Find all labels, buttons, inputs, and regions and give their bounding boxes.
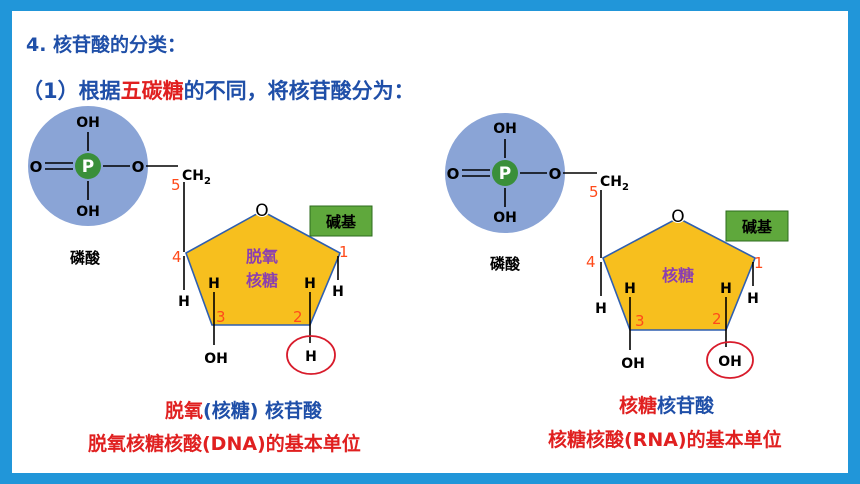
h-c2-top: H — [304, 276, 316, 292]
deoxy-caption-line2: 脱氧核糖核酸(DNA)的基本单位 — [88, 433, 361, 455]
deoxy-nucleotide: P OH OH O O CH2 磷酸 O 脱氧 核糖 碱基 5 4 3 2 1 … — [28, 106, 373, 375]
caption-tail: 核苷酸 — [265, 400, 323, 422]
c2-highlight-circle — [286, 335, 336, 375]
carbon-1: 1 — [754, 254, 764, 272]
carbon-4: 4 — [586, 253, 596, 271]
h-c3: H — [624, 281, 636, 297]
h-c1: H — [747, 291, 759, 307]
phosphate-label: 磷酸 — [70, 249, 101, 267]
h-c1: H — [332, 284, 344, 300]
o-double: O — [30, 158, 43, 176]
phosphorus-atom — [492, 160, 518, 186]
caption-red: 核糖 — [619, 395, 658, 417]
ring-oxygen-bg — [254, 201, 270, 217]
deoxyribose-ring — [185, 210, 342, 326]
caption-mid: (核糖) — [203, 400, 265, 422]
sugar-label: 核糖 — [662, 266, 694, 285]
ribo-nucleotide: P OH OH O O CH2 磷酸 O 核糖 碱基 5 4 3 2 1 H H… — [445, 113, 789, 379]
o-ester: O — [132, 158, 145, 176]
ch2: CH2 — [182, 168, 211, 187]
oh-c3: OH — [621, 356, 645, 372]
deoxy-caption-line1: 脱氧(核糖) 核苷酸 — [165, 396, 322, 423]
base-label: 碱基 — [326, 213, 357, 231]
h-c2-top: H — [720, 281, 732, 297]
p-symbol: P — [82, 157, 94, 177]
ribo-caption-line1: 核糖核苷酸 — [619, 391, 714, 418]
o-double: O — [447, 165, 460, 183]
carbon-3: 3 — [216, 308, 226, 326]
ring-oxygen: O — [255, 201, 268, 221]
oh-top: OH — [76, 115, 100, 131]
h-c2-highlight: H — [305, 349, 317, 365]
carbon-5: 5 — [589, 183, 599, 201]
carbon-2: 2 — [712, 310, 722, 328]
ribo-caption-line2: 核糖核酸(RNA)的基本单位 — [548, 429, 782, 451]
oh-top: OH — [493, 121, 517, 137]
oh-c3: OH — [204, 351, 228, 367]
carbon-4: 4 — [172, 248, 182, 266]
p-symbol: P — [499, 164, 511, 184]
ring-oxygen: O — [671, 207, 684, 227]
sugar-label-2: 核糖 — [246, 271, 278, 290]
ring-oxygen-bg — [670, 207, 686, 223]
oh-c2-highlight: OH — [718, 354, 742, 370]
section-subtitle: （1）根据五碳糖的不同，将核苷酸分为： — [22, 75, 415, 105]
section-title: 4. 核苷酸的分类： — [26, 34, 187, 56]
subtitle-suffix: 的不同，将核苷酸分为： — [183, 79, 415, 103]
h-c4: H — [178, 294, 190, 310]
phosphorus-atom — [75, 153, 101, 179]
carbon-5: 5 — [171, 176, 181, 194]
h-c4: H — [595, 301, 607, 317]
subtitle-prefix: （1）根据 — [22, 79, 121, 103]
base-box — [309, 205, 373, 237]
caption-red: 脱氧 — [165, 400, 204, 422]
c2-highlight-circle — [706, 341, 754, 379]
carbon-3: 3 — [635, 312, 645, 330]
o-ester: O — [549, 165, 562, 183]
carbon-1: 1 — [339, 243, 349, 261]
h-c3: H — [208, 276, 220, 292]
phosphate-label: 磷酸 — [490, 255, 521, 273]
subtitle-highlight: 五碳糖 — [120, 79, 184, 103]
ch2: CH2 — [600, 174, 629, 193]
sugar-label-1: 脱氧 — [246, 247, 278, 266]
base-label: 碱基 — [742, 218, 773, 236]
caption-tail: 核苷酸 — [657, 395, 715, 417]
oh-bottom: OH — [493, 210, 517, 226]
carbon-2: 2 — [293, 308, 303, 326]
oh-bottom: OH — [76, 204, 100, 220]
ribose-ring — [602, 217, 757, 331]
base-box — [725, 210, 789, 242]
